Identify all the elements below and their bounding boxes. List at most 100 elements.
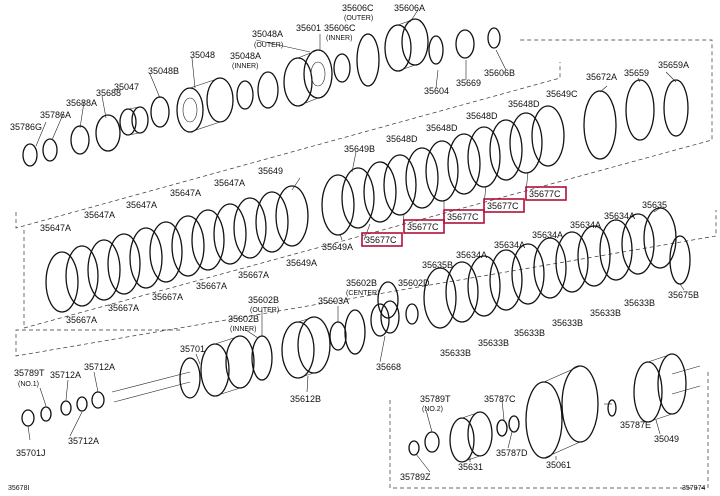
part-35631 [449,411,493,463]
part-35047 [119,106,149,136]
drum-35061 [525,365,599,459]
label-35787E: 35787E [620,420,651,430]
label-35606C-inner: 35606C [324,23,356,33]
label-inner-1: (INNER) [326,35,352,42]
label-35649A-2: 35649A [322,242,353,252]
ring-35786G [22,143,38,167]
shaft-35049 [633,353,701,423]
row4-parts [21,300,400,427]
label-35688A: 35688A [66,98,97,108]
label-35601: 35601 [296,23,321,33]
label-35631: 35631 [458,462,483,472]
label-no-1: (NO.1) [18,381,39,388]
label-35701: 35701 [180,344,205,354]
label-35659: 35659 [624,68,649,78]
part-35668 [370,300,400,337]
gear-35612B [281,316,331,379]
label-35672A: 35672A [586,72,617,82]
ring-35688A [70,125,90,155]
label-35675B: 35675B [668,290,699,300]
label-35635: 35635 [642,200,667,210]
ring-35602B-inner [251,335,273,381]
label-35606C-outer: 35606C [342,3,374,13]
label-35667A-1: 35667A [238,270,269,280]
highlight-boxes [361,186,567,247]
label-35633B-2: 35633B [590,308,621,318]
highlight-35677C-1 [361,232,403,247]
label-35712A-1: 35712A [50,370,81,380]
label-35604: 35604 [424,86,449,96]
label-35667A-5: 35667A [66,315,97,325]
ring-35048B [150,96,170,128]
reference-right: 357974 [682,485,705,492]
label-35633B-3: 35633B [552,318,583,328]
label-35612B: 35612B [290,394,321,404]
shaft-35701 [111,335,255,403]
label-35647A-1: 35647A [214,178,245,188]
label-35648D-c: 35648D [426,123,458,133]
label-35602B-outer: 35602B [248,295,279,305]
label-35048A-inner: 35048A [230,51,261,61]
label-35677C-5: 35677C [529,189,561,199]
row2-parts [321,79,689,236]
label-35048B: 35048B [148,66,179,76]
label-outer-2: (OUTER) [254,42,283,49]
label-inner-2: (INNER) [232,63,258,70]
label-35634A-4: 35634A [494,240,525,250]
label-35786G: 35786G [10,122,42,132]
ring-35606C-inner [333,53,351,83]
label-35633B-4: 35633B [514,328,545,338]
label-outer-3: (OUTER) [250,307,279,314]
ring-35606B [487,27,501,49]
label-35677C-2: 35677C [407,222,439,232]
label-35647A-2: 35647A [170,188,201,198]
label-35787D: 35787D [496,448,528,458]
label-35633B-6: 35633B [440,348,471,358]
label-35647A-4: 35647A [84,210,115,220]
label-35048A-outer: 35048A [252,29,283,39]
highlight-35677C-3 [443,209,485,224]
washer-35701J [21,409,35,427]
label-35649B: 35649B [344,144,375,154]
highlight-35677C-4 [483,198,525,213]
ring-35606C-outer [356,33,380,87]
row5-parts [408,353,701,463]
leader-lines [27,9,685,473]
label-35602D: 35602D [398,278,430,288]
spring-35604 [428,35,444,65]
label-35659A: 35659A [658,60,689,70]
label-35786A: 35786A [40,110,71,120]
label-inner-3: (INNER) [230,326,256,333]
ring-35688 [95,114,121,152]
label-35677C-4: 35677C [487,201,519,211]
label-35789Z: 35789Z [400,472,431,482]
highlight-35677C-2 [403,219,445,234]
label-35606A: 35606A [394,3,425,13]
label-35047: 35047 [114,82,139,92]
ring-35786A [42,138,58,162]
label-35633B-1: 35633B [624,298,655,308]
label-35668: 35668 [376,362,401,372]
ring-35048A-outer [257,71,279,109]
label-35789T-2: 35789T [420,394,451,404]
row1-parts [22,18,501,167]
label-35787C: 35787C [484,394,516,404]
label-35634A-3: 35634A [532,230,563,240]
label-35635B: 35635B [422,260,453,270]
label-35602B-center: 35602B [346,278,377,288]
label-35634A-2: 35634A [570,220,601,230]
label-center: (CENTER) [346,290,379,297]
part-35606A [384,18,429,72]
label-35061: 35061 [546,460,571,470]
label-35634A-1: 35634A [604,211,635,221]
label-35677C-1: 35677C [365,235,397,245]
label-35602B-inner: 35602B [228,314,259,324]
label-35647A-3: 35647A [126,200,157,210]
label-no-2: (NO.2) [422,406,443,413]
part-35601 [283,49,333,107]
label-35712A-3: 35712A [68,436,99,446]
label-35606B: 35606B [484,68,515,78]
label-35048: 35048 [190,50,215,60]
row3-left-parts [45,185,309,313]
